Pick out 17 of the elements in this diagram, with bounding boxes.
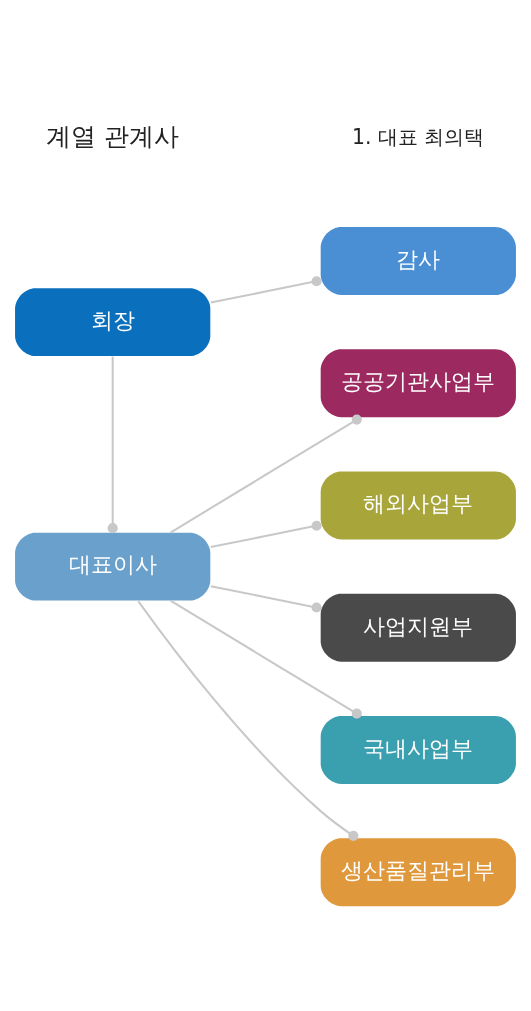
node-box: 대표이사 [15, 532, 211, 601]
connector [170, 414, 362, 534]
connector [210, 276, 322, 304]
connector [210, 585, 322, 613]
node-box: 회장 [15, 288, 211, 357]
node-box: 해외사업부 [320, 471, 516, 540]
label: 계열 관계사 [46, 120, 180, 151]
connector [137, 600, 359, 841]
connector [170, 599, 362, 719]
node-box: 사업지원부 [320, 593, 516, 662]
node-box: 생산품질관리부 [320, 838, 516, 907]
connector [210, 520, 322, 549]
node-box: 감사 [320, 227, 516, 295]
label: 1. 대표 최의택 [352, 125, 485, 150]
node-box: 공공기관사업부 [320, 349, 516, 418]
connector [107, 356, 118, 534]
node-box: 국내사업부 [320, 716, 516, 784]
